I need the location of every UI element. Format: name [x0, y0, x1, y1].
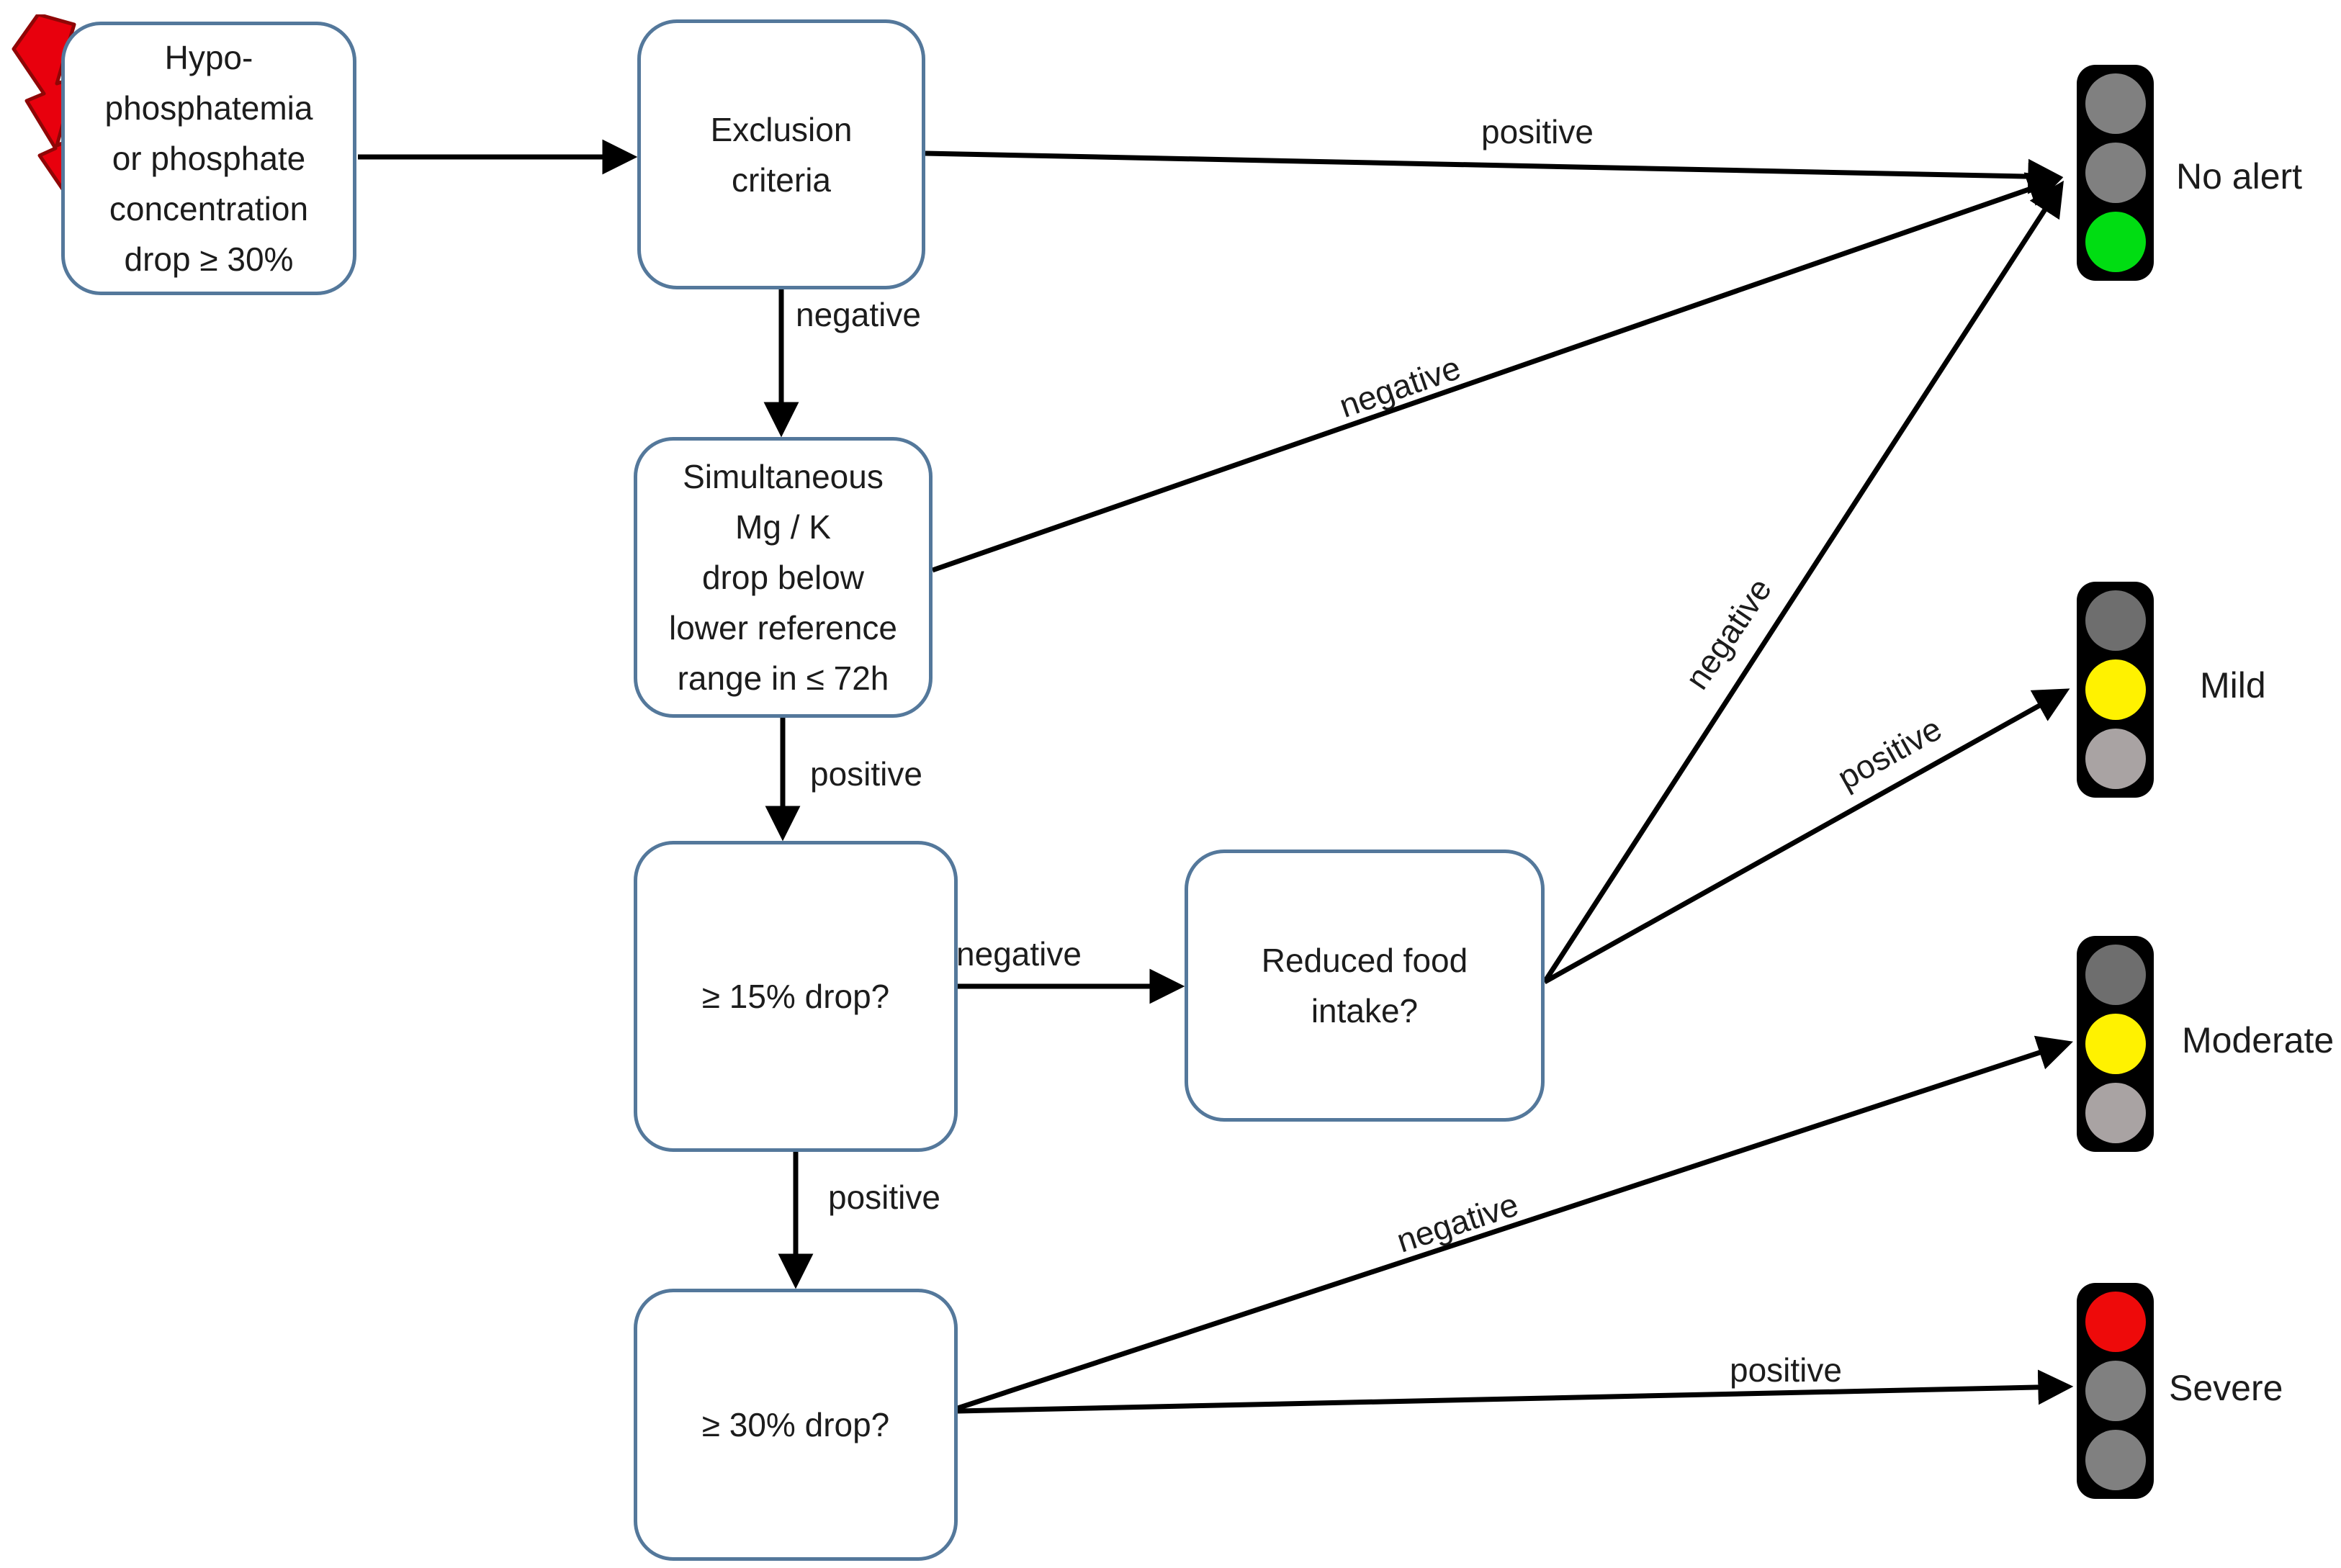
edge-drop30-to-moderate [956, 1035, 2073, 1411]
node-30-percent-drop: ≥ 30% drop? [634, 1289, 958, 1561]
edge-drop30-to-severe [957, 1369, 2074, 1414]
traffic-light-severe [2077, 1283, 2154, 1499]
edge-label-exclusion-negative: negative [796, 296, 921, 333]
node-15-percent-drop: ≥ 15% drop? [634, 841, 958, 1152]
node-15-percent-drop-label: ≥ 15% drop? [701, 978, 890, 1015]
traffic-light-mild [2077, 582, 2154, 798]
moderate-bottom-light [2085, 1083, 2146, 1143]
node-reduced-food-intake-label: Reduced food intake? [1261, 942, 1468, 1029]
node-mg-k-drop-label: Simultaneous Mg / K drop below lower ref… [668, 458, 898, 697]
node-exclusion-criteria-label: Exclusion criteria [710, 110, 853, 199]
label-no-alert: No alert [2176, 156, 2303, 197]
traffic-light-no-alert [2077, 65, 2154, 281]
edge-mgk-to-noalert [931, 172, 2063, 573]
mild-bottom-light [2085, 729, 2146, 789]
node-hypophosphatemia: Hypo- phosphatemia or phosphate concentr… [61, 22, 356, 295]
node-exclusion-criteria: Exclusion criteria [637, 19, 925, 289]
severe-bottom-light [2085, 1430, 2146, 1490]
severe-middle-light [2085, 1361, 2146, 1421]
edge-label-drop15-positive: positive [828, 1179, 940, 1216]
node-reduced-food-intake: Reduced food intake? [1185, 850, 1545, 1122]
label-moderate: Moderate [2182, 1020, 2335, 1060]
edge-food-to-mild [1543, 688, 2070, 985]
edge-label-mgk-positive: positive [810, 755, 922, 793]
label-mild: Mild [2200, 665, 2266, 706]
node-30-percent-drop-label: ≥ 30% drop? [701, 1406, 890, 1443]
edge-label-drop15-negative: negative [956, 935, 1082, 973]
no-alert-middle-light [2085, 143, 2146, 203]
mild-top-light [2085, 590, 2146, 651]
edge-food-to-noalert [1542, 180, 2064, 983]
edge-label-exclusion-positive: positive [1481, 113, 1594, 150]
moderate-yellow-light [2085, 1014, 2146, 1074]
edge-label-drop30-positive: positive [1730, 1351, 1842, 1389]
node-hypophosphatemia-label: Hypo- phosphatemia or phosphate concentr… [104, 39, 313, 278]
mild-yellow-light [2085, 659, 2146, 720]
no-alert-green-light [2085, 212, 2146, 272]
edge-exclusion-to-noalert [925, 150, 2064, 194]
no-alert-top-light [2085, 73, 2146, 134]
label-severe: Severe [2169, 1368, 2283, 1408]
traffic-light-moderate [2077, 936, 2154, 1152]
severe-red-light [2085, 1292, 2146, 1352]
moderate-top-light [2085, 945, 2146, 1005]
node-mg-k-drop: Simultaneous Mg / K drop below lower ref… [634, 437, 933, 718]
